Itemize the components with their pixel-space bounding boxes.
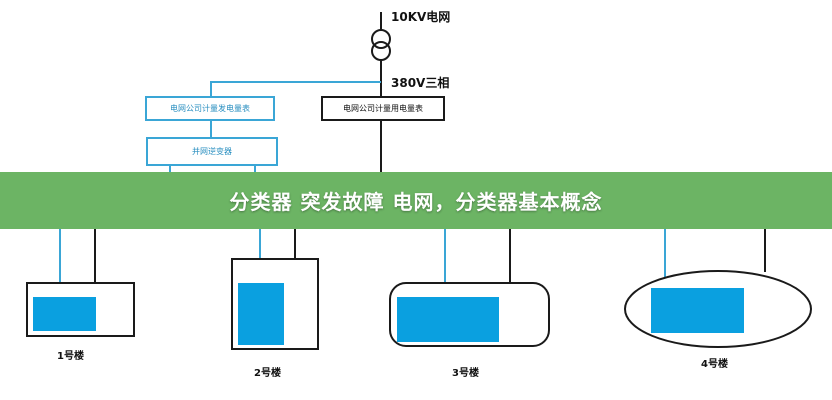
banner-title: 分类器 突发故障 电网，分类器基本概念 <box>229 190 603 214</box>
consumption-meter-box: 电网公司计量用电量表 <box>321 96 445 121</box>
building-3-solar-panel <box>397 297 499 342</box>
building-4-solar-panel <box>651 288 744 333</box>
grid-inverter-box: 并网逆变器 <box>146 137 278 166</box>
three-phase-label: 380V三相 <box>391 76 450 90</box>
building-1-label: 1号楼 <box>57 351 84 362</box>
building-4-label: 4号楼 <box>701 359 728 370</box>
building-3-label: 3号楼 <box>452 368 479 379</box>
generation-meter-box: 电网公司计量发电量表 <box>145 96 275 121</box>
transformer-coil-upper <box>371 29 391 49</box>
title-banner: 分类器 突发故障 电网，分类器基本概念 <box>0 172 832 229</box>
building-2-label: 2号楼 <box>254 368 281 379</box>
building-1-solar-panel <box>33 297 96 331</box>
transformer-coil-lower <box>371 41 391 61</box>
building-2-solar-panel <box>238 283 284 345</box>
grid-voltage-label: 10KV电网 <box>391 10 451 24</box>
pv-feed-line <box>210 81 381 96</box>
